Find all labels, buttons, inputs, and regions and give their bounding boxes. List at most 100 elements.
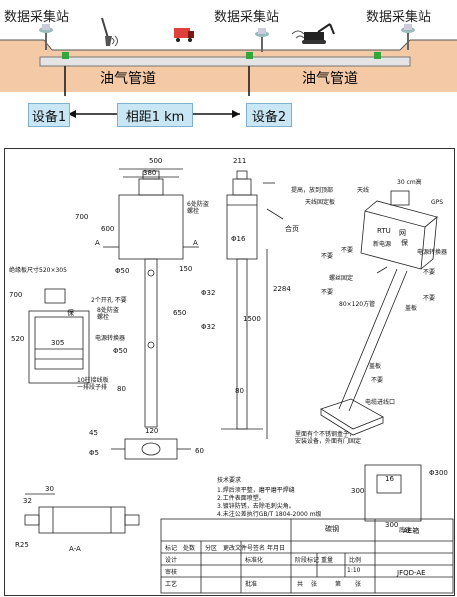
dim-phi16: Φ16 <box>231 235 246 243</box>
tb-cell-17: 张 <box>355 581 362 588</box>
iso-raise: 提高，放到顶部 <box>291 187 334 194</box>
iso-inside: 里面有个不锈钢盒子， 安装设备，外面有门固定 <box>295 431 362 445</box>
power-converter: 电源转换器 <box>95 335 126 342</box>
front-box <box>118 194 184 260</box>
tb-cell-15: 张 <box>311 581 318 588</box>
title-block <box>160 518 454 594</box>
tb-cell-2: 分区 <box>205 545 218 552</box>
iso-no1: 不要 <box>341 247 354 254</box>
enc-dim-700: 700 <box>9 291 23 299</box>
pipe-label-1: 油气管道 <box>100 71 156 87</box>
device-marker-1 <box>62 52 69 59</box>
bottom-r25: R25 <box>15 541 29 549</box>
iso-cable: 电缆进线口 <box>365 399 396 406</box>
iso-antenna-plate: 天线固定板 <box>305 199 336 206</box>
bottom-30: 30 <box>45 485 54 493</box>
dim-500: 500 <box>149 157 163 165</box>
dim-phi50: Φ50 <box>115 267 130 275</box>
truck-icon <box>174 28 194 42</box>
pipe-label-2: 油气管道 <box>302 71 358 87</box>
dim-phi5: Φ5 <box>89 449 99 457</box>
station-pole-2 <box>255 28 269 52</box>
anti-theft-bolts: 6处防盗 螺栓 <box>187 201 209 215</box>
device-marker-2 <box>246 52 253 59</box>
iso-power-conv: 电源转换器 <box>417 249 448 256</box>
enc-dim-305: 305 <box>51 339 65 347</box>
device-box-1: 设备1 <box>28 103 70 127</box>
tech-req-3: 3.镀锌防锈，去除毛刺尖角。 <box>217 503 295 510</box>
section-mark-a1: A <box>95 239 100 247</box>
iso-no2: 不要 <box>321 289 334 296</box>
dim-120: 120 <box>145 427 159 435</box>
dim-1500: 1500 <box>243 315 261 323</box>
enclosure-box <box>28 310 90 384</box>
tech-req-2: 2.工件表面喷塑。 <box>217 495 265 502</box>
iso-300: 300 <box>351 487 365 495</box>
tech-req-1: 1.焊后须平整，磨平磨平焊缝 <box>217 487 295 494</box>
tb-cell-16: 第 <box>335 581 342 588</box>
iso-no4: 不要 <box>371 377 384 384</box>
shovel-icon <box>101 17 118 47</box>
iso-antenna: 天线 <box>357 187 370 194</box>
iso-bolt-cover: 螺丝固定 <box>329 275 354 282</box>
dim-600: 600 <box>101 225 115 233</box>
tb-cell-5: 年月日 <box>267 545 286 552</box>
tech-req-4: 4.未注公差执行GB/T 1804-2000 m级 <box>217 511 322 518</box>
tb-cell-12: 工艺 <box>165 581 178 588</box>
side-dim-80: 80 <box>235 387 244 395</box>
iso-protect: 保 <box>401 239 408 247</box>
iso-phi300: Φ300 <box>429 469 448 477</box>
tb-cell-11: 审核 <box>165 569 178 576</box>
distance-box: 相距1 km <box>117 103 193 127</box>
bottom-32: 32 <box>23 497 32 505</box>
iso-30cm: 30 cm高 <box>397 179 422 186</box>
dim-phi32b: Φ32 <box>201 323 216 331</box>
device-label-2: 设备2 <box>251 109 287 125</box>
iso-base: 底座 <box>399 527 412 534</box>
iso-no5: 不要 <box>321 253 334 260</box>
dim-700: 700 <box>75 213 89 221</box>
station-pole-1 <box>39 24 53 50</box>
iso-cover: 盖板 <box>405 305 418 312</box>
iso-box <box>360 210 426 270</box>
insulating-plate: 绝缘板尺寸520×305 <box>9 267 67 274</box>
section-mark-a2: A <box>193 239 198 247</box>
hinge-label: 合页 <box>285 225 299 233</box>
tb-cell-1: 处数 <box>183 545 196 552</box>
station-label-2: 数据采集站 <box>214 10 280 25</box>
bottom-aa: A-A <box>69 545 81 553</box>
iso-16: 16 <box>385 475 394 483</box>
dim-150: 150 <box>179 265 193 273</box>
tech-req-title: 技术要求 <box>217 477 242 484</box>
iso-tube: 80×120方管 <box>339 301 376 308</box>
iso-no3: 不要 <box>423 295 436 302</box>
distance-label: 相距1 km <box>125 109 185 125</box>
iso-300b: 300 <box>385 521 399 529</box>
dim-60: 60 <box>195 447 204 455</box>
tb-scale: 1:10 <box>347 567 361 574</box>
engineering-drawing: 500 380 700 600 6处防盗 螺栓 A A Φ50 150 650 … <box>4 148 455 596</box>
iso-net: 网 <box>399 229 406 237</box>
pipeline <box>39 56 411 67</box>
eight-bolts: 8处防盗 螺栓 <box>97 307 119 321</box>
tb-cell-13: 批准 <box>245 581 258 588</box>
device-box-2: 设备2 <box>246 103 292 127</box>
tb-material: 碳钢 <box>325 525 339 533</box>
iso-power: 新电源 <box>373 241 392 248</box>
tb-cell-14: 共 <box>297 581 304 588</box>
tb-cell-4: 签名 <box>253 545 266 552</box>
iso-rtu: RTU <box>377 227 391 235</box>
tb-cell-10: 比例 <box>349 557 362 564</box>
tb-code: JFQD-AE <box>397 569 426 577</box>
dim-211: 211 <box>233 157 247 165</box>
tb-part: AE箱 <box>403 527 420 535</box>
tb-cell-6: 设计 <box>165 557 178 564</box>
tb-cell-9: 重量 <box>321 557 334 564</box>
pipeline-schematic: 数据采集站 数据采集站 数据采集站 油气管道 油气管道 设备1 相距1 km 设… <box>0 0 457 140</box>
station-label-3: 数据采集站 <box>366 10 432 25</box>
tb-cell-0: 标记 <box>165 545 178 552</box>
dim-2284: 2284 <box>273 285 291 293</box>
tb-cell-8: 阶段标记 <box>295 557 320 564</box>
device-marker-3 <box>374 52 381 59</box>
tb-cell-3: 更改文件号 <box>223 545 254 552</box>
